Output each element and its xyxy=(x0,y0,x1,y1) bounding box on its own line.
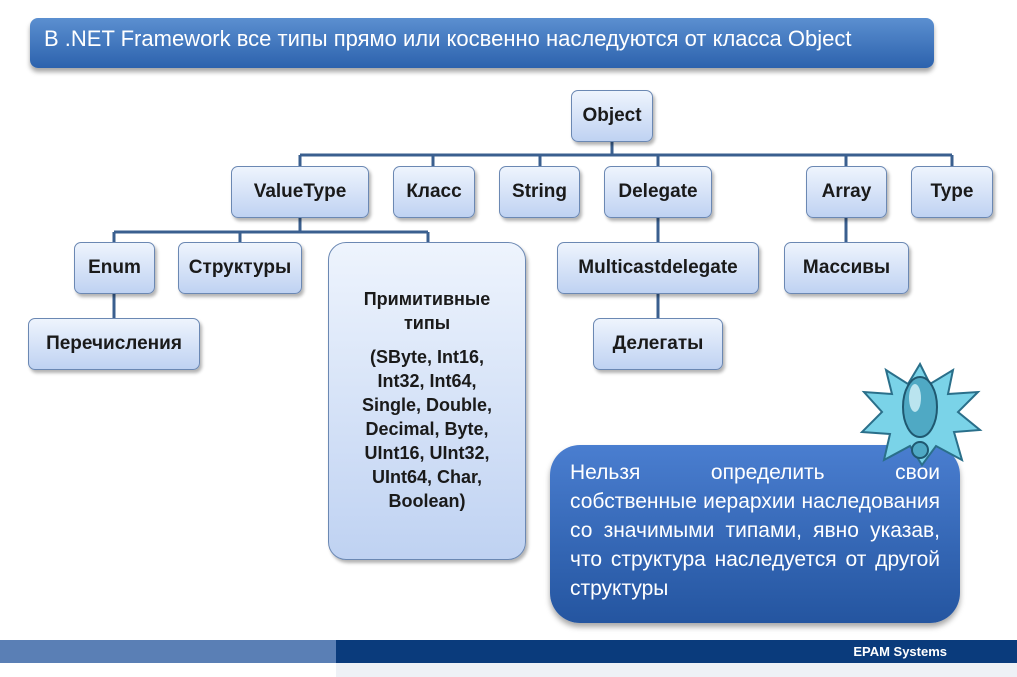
node-multicastdelegate: Multicastdelegate xyxy=(557,242,759,294)
primitive-list-line: Int32, Int64, xyxy=(377,371,477,391)
node-delegate: Delegate xyxy=(604,166,712,218)
node-valuetype: ValueType xyxy=(231,166,369,218)
primitive-list-line: UInt16, UInt32, xyxy=(364,443,490,463)
primitive-list-line: Boolean) xyxy=(388,491,466,511)
node-enum: Enum xyxy=(74,242,155,294)
exclamation-warning-icon xyxy=(859,362,983,467)
node-arrays: Массивы xyxy=(784,242,909,294)
note-callout: Нельзя определить свои собственные иерар… xyxy=(550,445,960,623)
footer-band-right: EPAM Systems xyxy=(336,640,1017,663)
node-enumerations: Перечисления xyxy=(28,318,200,370)
footer-shadow xyxy=(336,663,1017,677)
primitive-list-line: UInt64, Char, xyxy=(371,467,483,487)
node-object: Object xyxy=(571,90,653,142)
primitive-title-line-2: типы xyxy=(403,313,451,333)
node-array: Array xyxy=(806,166,887,218)
primitive-list-line: (SByte, Int16, xyxy=(369,347,485,367)
node-string: String xyxy=(499,166,580,218)
node-primitive-types: Примитивные типы (SByte, Int16, Int32, I… xyxy=(328,242,526,560)
node-klass: Класс xyxy=(393,166,475,218)
primitive-list-line: Decimal, Byte, xyxy=(365,419,489,439)
primitive-list-line: Single, Double, xyxy=(361,395,492,415)
node-structures: Структуры xyxy=(178,242,302,294)
company-name: EPAM Systems xyxy=(853,644,947,659)
node-type: Type xyxy=(911,166,993,218)
footer-band-left xyxy=(0,640,336,663)
slide-title: В .NET Framework все типы прямо или косв… xyxy=(30,18,934,68)
primitive-title-line-1: Примитивные xyxy=(363,289,491,309)
node-delegates: Делегаты xyxy=(593,318,723,370)
